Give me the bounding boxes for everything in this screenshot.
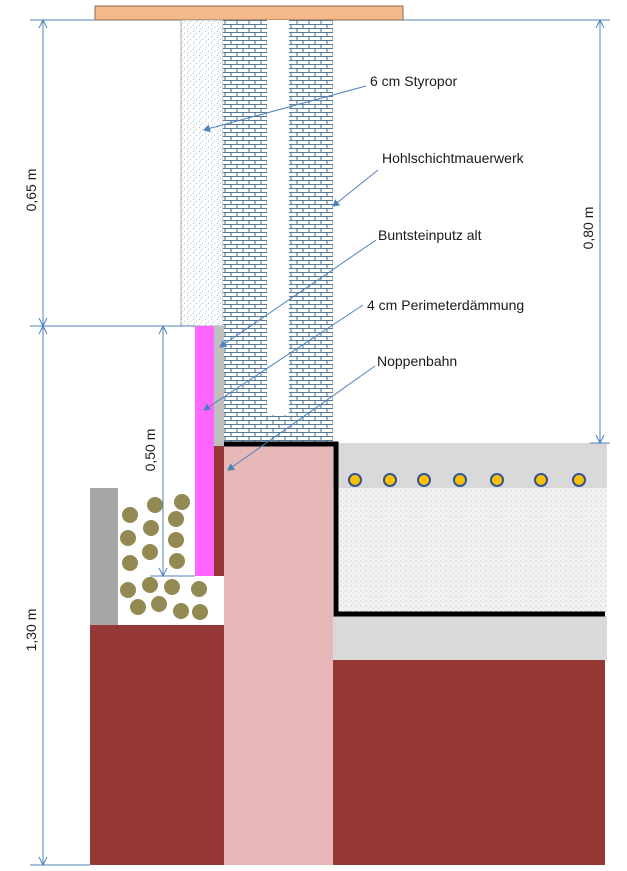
- dim-tick: [38, 18, 48, 29]
- soil-left: [90, 625, 225, 865]
- pebble: [174, 494, 190, 510]
- leader-perimeter: [203, 304, 364, 411]
- pebble: [120, 530, 136, 546]
- heating-pipe: [417, 473, 431, 487]
- foundation: [224, 443, 333, 865]
- floor-screed: [333, 443, 607, 488]
- pebble: [164, 579, 180, 595]
- pebble: [192, 604, 208, 620]
- label-perimeter: 4 cm Perimeterdämmung: [367, 297, 524, 313]
- label-buntsteinputz: Buntsteinputz alt: [378, 227, 482, 243]
- pebble: [122, 507, 138, 523]
- noppenbahn-line: [224, 441, 605, 617]
- pebble: [151, 596, 167, 612]
- heating-pipe: [534, 473, 548, 487]
- pebble: [168, 511, 184, 527]
- heating-pipe: [383, 473, 397, 487]
- perimeter-insulation: [195, 326, 214, 576]
- heating-pipe: [490, 473, 504, 487]
- heating-pipe: [348, 473, 362, 487]
- dim-text-lower-left: 1,30 m: [23, 609, 39, 652]
- curb-stone: [90, 488, 118, 625]
- dim-text-middle: 0,50 m: [142, 429, 158, 472]
- label-noppenbahn: Noppenbahn: [377, 353, 457, 369]
- dim-text-upper-left: 0,65 m: [23, 169, 39, 212]
- pebbles: [120, 494, 208, 620]
- dim-text-right: 0,80 m: [580, 207, 596, 250]
- soil-right: [333, 660, 605, 865]
- pebble: [130, 599, 146, 615]
- leader-noppenbahn: [227, 365, 376, 471]
- label-styropor: 6 cm Styropor: [370, 73, 457, 89]
- leader-putz: [219, 239, 377, 348]
- wall-cavity: [267, 20, 289, 415]
- label-mauerwerk: Hohlschichtmauerwerk: [382, 150, 525, 166]
- dim-tick: [158, 567, 168, 578]
- pebble: [120, 582, 136, 598]
- pebble: [147, 497, 163, 513]
- pebble: [142, 544, 158, 560]
- styropor-layer: [180, 19, 224, 327]
- pebble: [122, 555, 138, 571]
- pebble: [169, 553, 185, 569]
- heating-pipes: [348, 473, 586, 487]
- brick-bottom-course: [267, 415, 289, 443]
- floor-slab-lower: [333, 616, 607, 660]
- pebble: [173, 603, 189, 619]
- brick-leaf-inner: [289, 20, 333, 443]
- heating-pipe: [453, 473, 467, 487]
- buntsteinputz-lower: [214, 446, 224, 576]
- pebble: [143, 520, 159, 536]
- dim-tick: [595, 18, 605, 29]
- dim-tick: [158, 324, 168, 335]
- leader-mauerwerk: [332, 169, 379, 207]
- brick-leaf-outer: [223, 20, 267, 443]
- leader-styropor: [203, 85, 367, 133]
- top-plate: [94, 5, 404, 21]
- pebble: [142, 577, 158, 593]
- pebble: [168, 532, 184, 548]
- dim-tick: [595, 434, 605, 445]
- heating-pipe: [572, 473, 586, 487]
- dim-tick: [38, 324, 48, 335]
- gravel-fill: [338, 488, 607, 612]
- buntsteinputz-strip: [214, 326, 224, 446]
- pebble: [191, 581, 207, 597]
- dim-tick: [38, 856, 48, 867]
